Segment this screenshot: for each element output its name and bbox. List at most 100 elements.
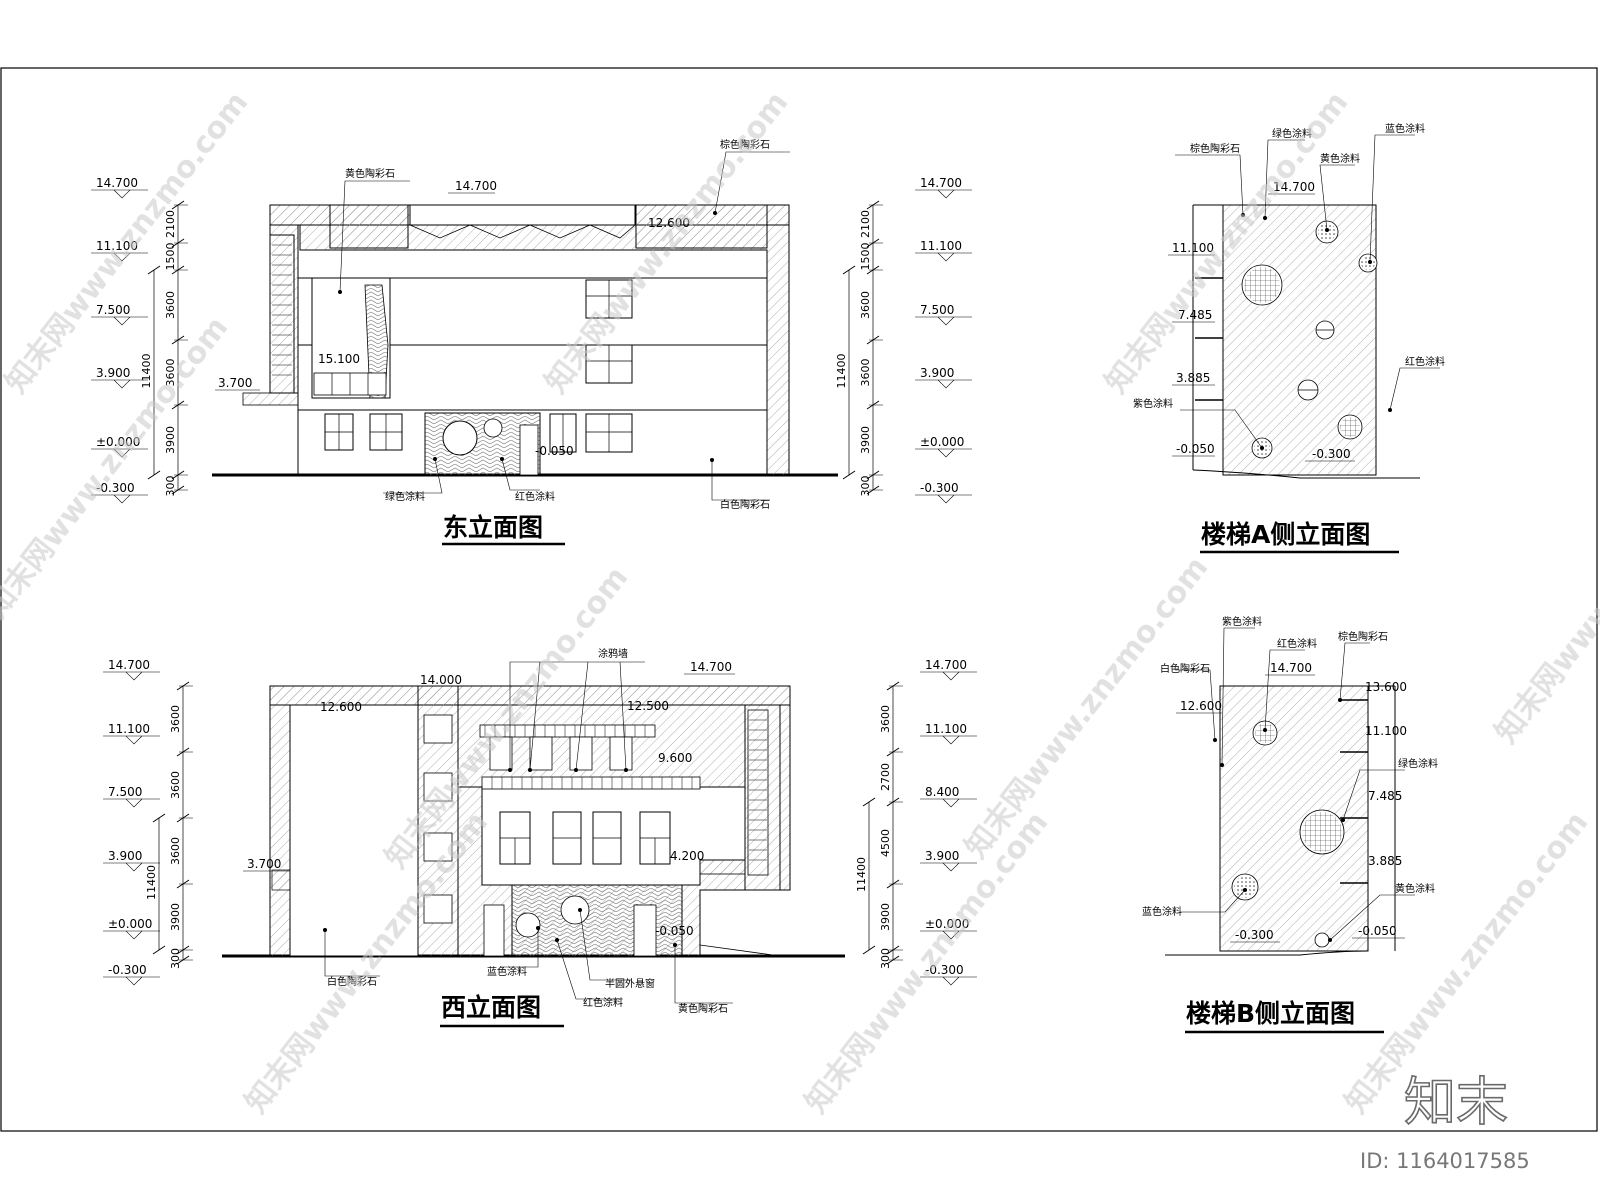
west-left-dim: 3600 [169,705,182,733]
west-level-entry: -0.050 [655,924,694,938]
east-level-mid: 15.100 [318,352,360,366]
stair-b-note-brown: 棕色陶彩石 [1338,630,1388,643]
east-right-level: 11.100 [920,239,962,253]
stair-b-level-0300: -0.300 [1235,928,1274,942]
stair-a-note-yellow: 黄色涂料 [1320,152,1360,165]
west-right-level: 14.700 [925,658,967,672]
stair-b-elevation: 紫色涂料 红色涂料 棕色陶彩石 白色陶彩石 绿色涂料 蓝色涂料 黄色涂料 14.… [1142,615,1438,1034]
stair-b-level-11100: 11.100 [1365,724,1407,738]
east-note-green: 绿色涂料 [385,490,425,503]
east-note-red: 红色涂料 [515,490,555,503]
east-level-parapet: 12.600 [648,216,690,230]
east-title: 东立面图 [443,513,543,542]
east-left-dim: 3600 [164,291,177,319]
east-right-dim: 3600 [859,291,872,319]
west-left-dim-total: 11400 [145,865,158,900]
east-level-top: 14.700 [455,179,497,193]
east-right-dim: 3600 [859,359,872,387]
east-right-dim-total: 11400 [835,354,848,389]
east-level-entry: -0.050 [535,444,574,458]
stair-b-note-blue: 蓝色涂料 [1142,905,1182,918]
stair-a-title: 楼梯A侧立面图 [1201,520,1370,549]
west-note-blue: 蓝色涂料 [487,965,527,978]
stair-b-level-13600: 13.600 [1365,680,1407,694]
east-left-level: -0.300 [96,481,135,495]
west-level-12600: 12.600 [320,700,362,714]
west-right-dim-total: 11400 [855,857,868,892]
west-level-14000: 14.000 [420,673,462,687]
west-right-level: 3.900 [925,849,959,863]
west-right-dim: 2700 [879,763,892,791]
west-right-level: -0.300 [925,963,964,977]
east-note-yellow: 黄色陶彩石 [345,167,395,180]
stair-b-level-3885: 3.885 [1368,854,1402,868]
east-right-dim: 1500 [859,243,872,271]
east-left-level: 7.500 [96,303,130,317]
east-right-level: ±0.000 [920,435,964,449]
east-right-dim: 2100 [859,210,872,238]
west-note-window: 半圆外悬窗 [605,977,655,990]
west-level-14700: 14.700 [690,660,732,674]
east-left-dim: 3900 [164,426,177,454]
east-left-dim-total: 11400 [140,354,153,389]
west-left-dim: 3900 [169,903,182,931]
stair-a-level-0300: -0.300 [1312,447,1351,461]
west-note-yellow: 黄色陶彩石 [678,1002,728,1015]
west-note-red: 红色涂料 [583,996,623,1009]
stair-a-note-red: 红色涂料 [1405,355,1445,368]
west-level-4200: 4.200 [670,849,704,863]
west-left-level: 14.700 [108,658,150,672]
stair-a-level-7485: 7.485 [1178,308,1212,322]
image-id-label: ID: 1164017585 [1360,1149,1530,1173]
stair-a-level-0050: -0.050 [1176,442,1215,456]
watermark: 知末网www.znzmo.com [1489,435,1600,750]
east-left-level: 3.900 [96,366,130,380]
west-left-level: 3.900 [108,849,142,863]
west-right-level: 8.400 [925,785,959,799]
west-right-dim: 300 [879,948,892,969]
west-left-level: 7.500 [108,785,142,799]
west-note-graffiti: 涂鸦墙 [598,647,628,660]
west-left-level: -0.300 [108,963,147,977]
east-elevation: 黄色陶彩石 棕色陶彩石 绿色涂料 红色涂料 白色陶彩石 14.700 12.60… [91,138,972,546]
east-left-level: 14.700 [96,176,138,190]
east-right-level: 3.900 [920,366,954,380]
west-right-level: ±0.000 [925,917,969,931]
stair-a-level-3885: 3.885 [1176,371,1210,385]
stair-b-level-0050: -0.050 [1358,924,1397,938]
west-left-level: ±0.000 [108,917,152,931]
stair-b-note-purple: 紫色涂料 [1222,615,1262,628]
west-level-12500: 12.500 [627,699,669,713]
west-note-white: 白色陶彩石 [327,975,377,988]
east-left-dim: 300 [164,476,177,497]
watermark: 知末网www.znzmo.com [959,550,1216,865]
west-right-level: 11.100 [925,722,967,736]
stair-a-note-purple: 紫色涂料 [1133,397,1173,410]
west-left-level: 11.100 [108,722,150,736]
east-left-level: ±0.000 [96,435,140,449]
east-left-dim: 1500 [164,243,177,271]
stair-b-note-green: 绿色涂料 [1398,757,1438,770]
sheet-border [0,67,1598,1132]
stair-b-title: 楼梯B侧立面图 [1186,999,1355,1028]
east-right-level: 14.700 [920,176,962,190]
stair-a-level-11100: 11.100 [1172,241,1214,255]
west-left-dim: 3600 [169,771,182,799]
east-note-white: 白色陶彩石 [720,498,770,511]
west-left-dim: 300 [169,948,182,969]
brand-logo: 知末 [1404,1073,1508,1133]
west-level-3700: 3.700 [247,857,281,871]
east-right-dim: 3900 [859,426,872,454]
stair-b-level-12600: 12.600 [1180,699,1222,713]
east-right-level: 7.500 [920,303,954,317]
stair-b-note-yellow: 黄色涂料 [1395,882,1435,895]
west-left-dim: 3600 [169,837,182,865]
stair-a-note-brown: 棕色陶彩石 [1190,142,1240,155]
east-note-brown: 棕色陶彩石 [720,138,770,151]
stair-a-level-top: 14.700 [1273,180,1315,194]
west-right-dim: 3900 [879,903,892,931]
stair-b-level-top: 14.700 [1270,661,1312,675]
stair-b-note-white: 白色陶彩石 [1160,662,1210,675]
stair-b-note-red: 红色涂料 [1277,637,1317,650]
